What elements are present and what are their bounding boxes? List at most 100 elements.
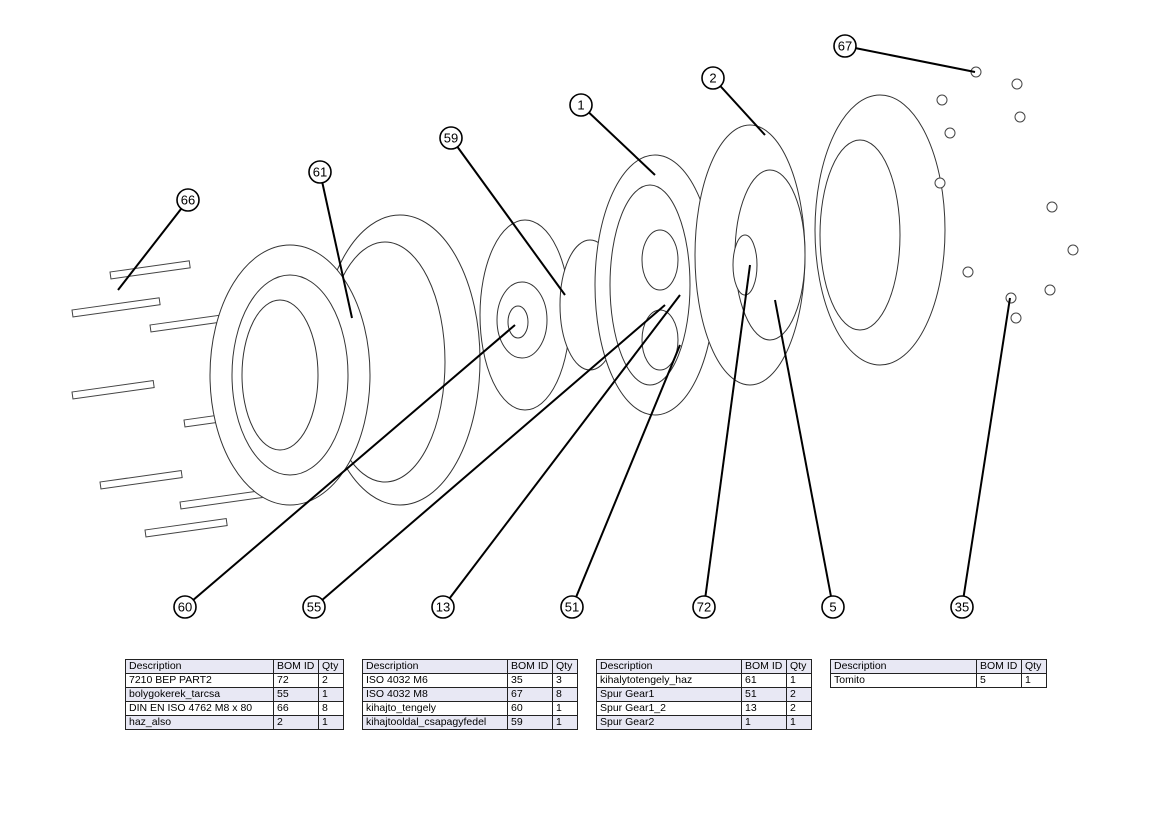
cell-description: ISO 4032 M8 [362,687,508,702]
cell-qty: 1 [318,715,344,730]
balloon-1: 1 [569,93,593,117]
cell-bom-id: 2 [273,715,319,730]
header-description: Description [596,659,742,674]
balloon-13: 13 [431,595,455,619]
balloon-61: 61 [308,160,332,184]
cell-qty: 2 [786,701,812,716]
cell-description: Spur Gear1_2 [596,701,742,716]
balloon-number: 66 [181,193,195,208]
cell-qty: 8 [552,687,578,702]
balloon-60: 60 [173,595,197,619]
balloon-number: 59 [444,131,458,146]
cell-description: bolygokerek_tarcsa [125,687,274,702]
balloon-circle [173,595,197,619]
balloon-number: 51 [565,600,579,615]
balloon-circle [302,595,326,619]
balloon-51: 51 [560,595,584,619]
header-description: Description [125,659,274,674]
parts [71,66,1079,538]
header-bom-id: BOM ID [976,659,1022,674]
balloon-66: 66 [176,188,200,212]
balloon-circle [950,595,974,619]
balloon-circle [439,126,463,150]
balloon-circle [431,595,455,619]
balloon-circle [701,66,725,90]
balloon-circle [833,34,857,58]
cell-qty: 1 [318,687,344,702]
balloon-number: 35 [955,600,969,615]
cell-bom-id: 61 [741,673,787,688]
cell-description: Tomito [830,673,977,688]
cell-qty: 1 [552,701,578,716]
header-description: Description [362,659,508,674]
balloon-circle [176,188,200,212]
cell-bom-id: 67 [507,687,553,702]
balloon-number: 60 [178,600,192,615]
cell-description: Spur Gear2 [596,715,742,730]
cell-qty: 8 [318,701,344,716]
cell-bom-id: 66 [273,701,319,716]
balloon-number: 55 [307,600,321,615]
cell-bom-id: 5 [976,673,1022,688]
cell-bom-id: 13 [741,701,787,716]
balloon-67: 67 [833,34,857,58]
cell-description: DIN EN ISO 4762 M8 x 80 [125,701,274,716]
header-description: Description [830,659,977,674]
cell-bom-id: 72 [273,673,319,688]
balloon-55: 55 [302,595,326,619]
balloon-circle [821,595,845,619]
cell-description: 7210 BEP PART2 [125,673,274,688]
cell-qty: 1 [786,673,812,688]
balloon-circle [569,93,593,117]
cell-qty: 1 [1021,673,1047,688]
balloon-circle [308,160,332,184]
header-qty: Qty [1021,659,1047,674]
balloon-number: 72 [697,600,711,615]
cell-bom-id: 51 [741,687,787,702]
cell-description: haz_also [125,715,274,730]
header-bom-id: BOM ID [741,659,787,674]
cell-qty: 1 [786,715,812,730]
cell-description: ISO 4032 M6 [362,673,508,688]
cell-qty: 2 [786,687,812,702]
cell-bom-id: 59 [507,715,553,730]
balloon-35: 35 [950,595,974,619]
header-qty: Qty [786,659,812,674]
header-bom-id: BOM ID [273,659,319,674]
cell-description: kihalytotengely_haz [596,673,742,688]
balloon-number: 2 [709,71,716,86]
balloon-number: 61 [313,165,327,180]
header-qty: Qty [318,659,344,674]
cell-bom-id: 55 [273,687,319,702]
balloon-number: 1 [577,98,584,113]
balloon-72: 72 [692,595,716,619]
cell-bom-id: 60 [507,701,553,716]
balloon-2: 2 [701,66,725,90]
balloon-circle [692,595,716,619]
leader-lines [117,45,1011,608]
cell-description: Spur Gear1 [596,687,742,702]
balloon-59: 59 [439,126,463,150]
balloon-5: 5 [821,595,845,619]
cell-description: kihajtooldal_csapagyfedel [362,715,508,730]
header-bom-id: BOM ID [507,659,553,674]
cell-bom-id: 35 [507,673,553,688]
cell-qty: 1 [552,715,578,730]
